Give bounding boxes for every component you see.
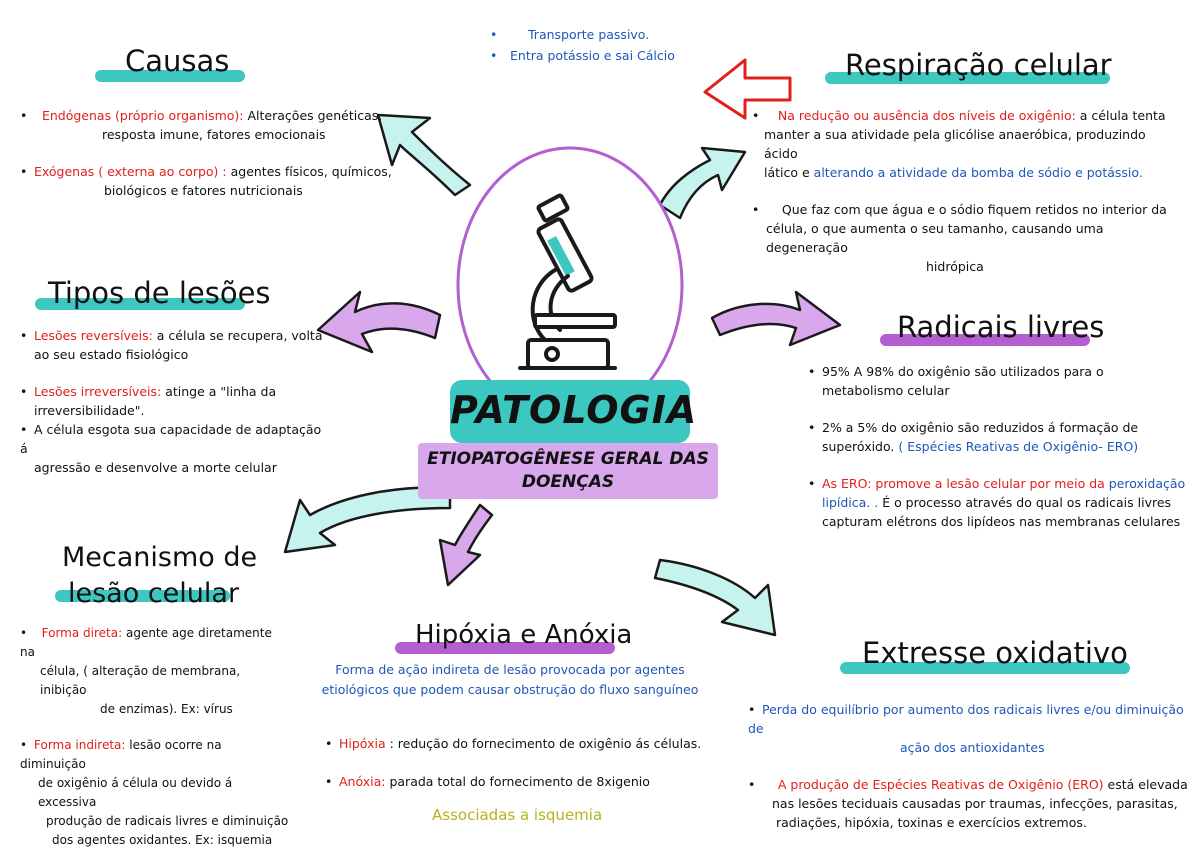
hipoxia-title: Hipóxia e Anóxia: [415, 620, 633, 650]
causas-list: • Endógenas (próprio organismo): Alteraç…: [20, 108, 392, 198]
radicais-list: •95% A 98% do oxigênio são utilizados pa…: [808, 364, 1186, 529]
arrow-top-red: [703, 58, 792, 120]
microscope-icon: [518, 193, 617, 370]
hipoxia-footer: Associadas a isquemia: [432, 806, 603, 824]
arrow-to-causas: [376, 113, 472, 197]
causas-title: Causas: [125, 44, 230, 78]
highlight-respiracao: [825, 72, 1110, 84]
top-note: •Transporte passivo. •Entra potássio e s…: [490, 27, 675, 63]
highlight-extresse: [840, 662, 1130, 674]
mecanismo-title: Mecanismo de lesão celular: [62, 542, 258, 609]
highlight-mecanismo: [55, 590, 230, 602]
arrow-to-extresse: [653, 558, 777, 637]
arrow-to-tipos: [316, 290, 442, 354]
center-title-banner: [450, 380, 690, 443]
center-subtitle-banner: [418, 443, 718, 499]
arrow-to-mecanismo: [283, 486, 452, 554]
radicais-title: Radicais livres: [897, 310, 1105, 344]
arrow-to-hipoxia: [438, 503, 494, 587]
mecanismo-list: • Forma direta: agente age diretamente n…: [20, 626, 289, 847]
tipos-list: •Lesões reversíveis: a célula se recuper…: [20, 328, 323, 475]
hipoxia-list: •Hipóxia : redução do fornecimento de ox…: [325, 736, 702, 789]
center-subtitle: ETIOPATOGÊNESE GERAL DAS DOENÇAS: [427, 449, 709, 492]
respiracao-title: Respiração celular: [845, 48, 1112, 82]
arrow-to-respiracao: [658, 146, 747, 220]
highlight-causas: [95, 70, 245, 82]
respiracao-list: • Na redução ou ausência dos níveis de o…: [752, 108, 1167, 274]
tipos-title: Tipos de lesões: [48, 276, 271, 310]
hipoxia-desc: Forma de ação indireta de lesão provocad…: [321, 662, 699, 697]
highlight-hipoxia: [395, 642, 615, 654]
extresse-list: •Perda do equilíbrio por aumento dos rad…: [748, 702, 1188, 830]
center-title: PATOLOGIA: [450, 388, 698, 432]
highlight-tipos: [35, 298, 245, 310]
highlight-radicais: [880, 334, 1090, 346]
arrow-to-radicais: [710, 290, 842, 347]
extresse-title: Extresse oxidativo: [862, 636, 1128, 670]
